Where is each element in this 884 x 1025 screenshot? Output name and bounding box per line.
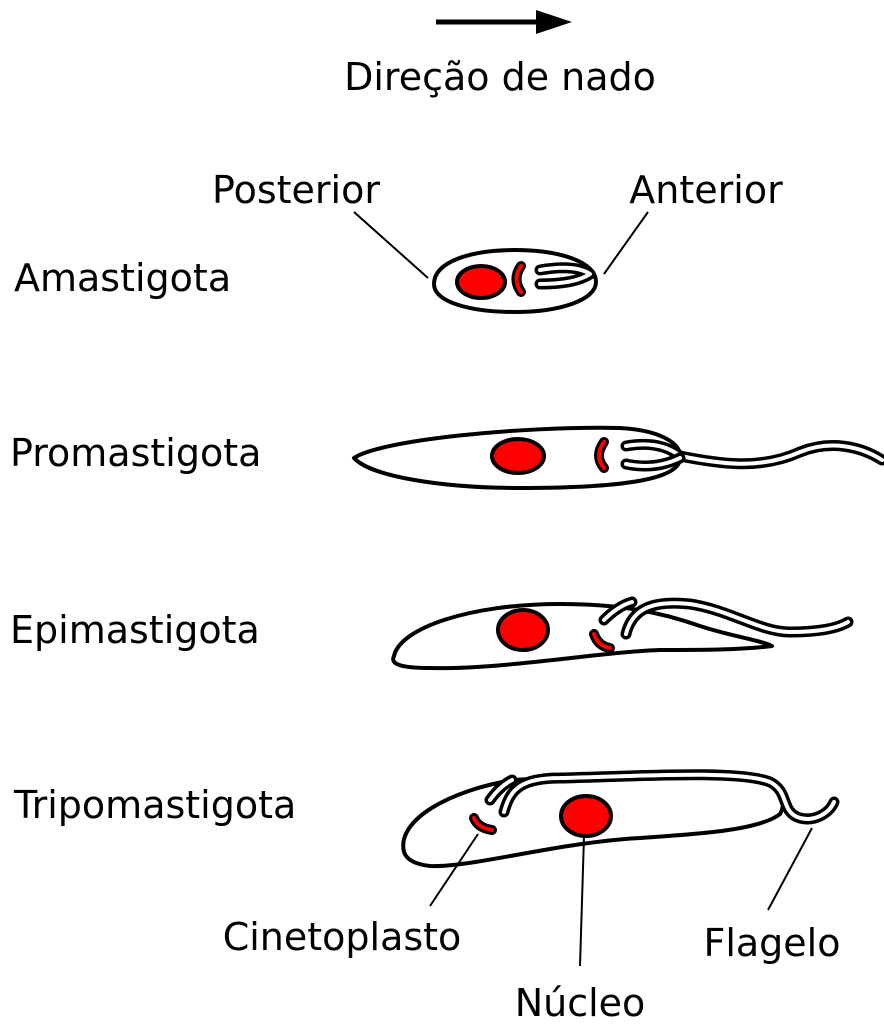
- epimastigota-cell: [393, 602, 848, 668]
- stage-label-amastigota: Amastigota: [14, 256, 231, 300]
- promastigota-cell: [354, 428, 882, 488]
- flagelo-pointer-line: [768, 828, 812, 910]
- direction-label: Direção de nado: [344, 55, 656, 99]
- amastigota-cell: [434, 250, 596, 312]
- stage-label-epimastigota: Epimastigota: [10, 608, 260, 652]
- tripomastigota-cell: [403, 775, 834, 866]
- cinetoplasto-label: Cinetoplasto: [223, 915, 462, 959]
- nucleo-pointer-line: [580, 836, 584, 966]
- tripomastigota-nucleus: [561, 796, 611, 836]
- flagelo-label: Flagelo: [703, 921, 840, 965]
- amastigota-nucleus: [457, 266, 505, 298]
- nucleo-label: Núcleo: [515, 981, 646, 1025]
- posterior-pointer-line: [354, 212, 428, 278]
- swim-direction: Direção de nado: [344, 10, 656, 99]
- promastigota-nucleus: [492, 439, 544, 473]
- direction-arrow-icon: [536, 10, 572, 34]
- anterior-pointer-line: [604, 212, 648, 274]
- epimastigota-nucleus: [498, 610, 548, 650]
- posterior-label: Posterior: [212, 168, 380, 212]
- stage-label-tripomastigota: Tripomastigota: [13, 783, 296, 827]
- anterior-label: Anterior: [629, 168, 783, 212]
- stage-label-promastigota: Promastigota: [10, 431, 261, 475]
